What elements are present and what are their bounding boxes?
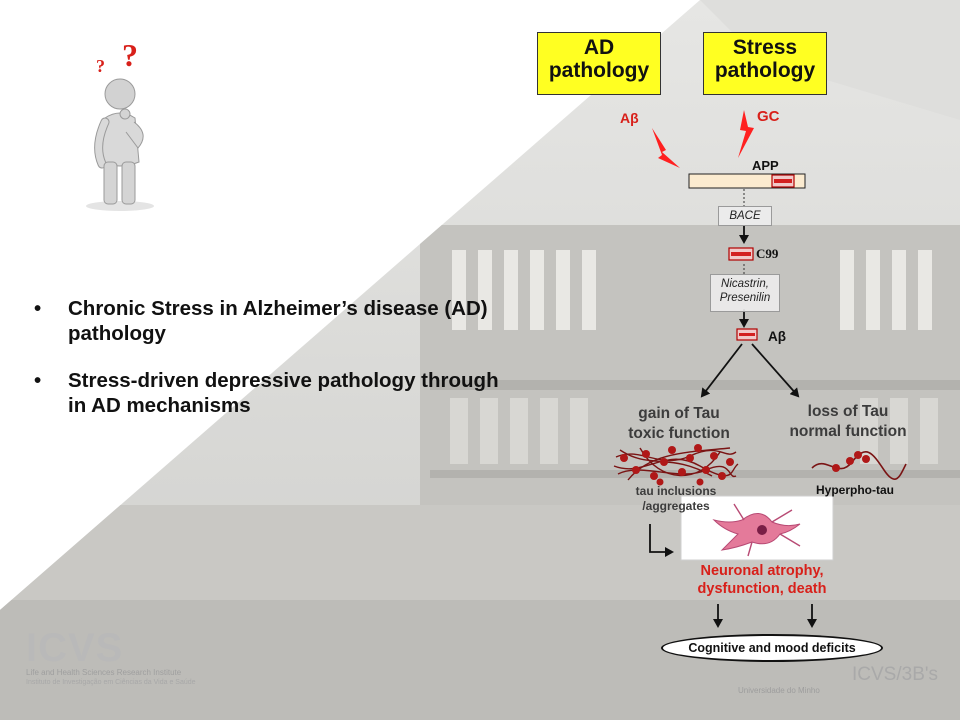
icvs-3bs-logo: ICVS/3B's [852, 664, 938, 685]
bullet-text: Stress-driven depressive pathology throu… [68, 369, 499, 417]
bullet-item: • Stress-driven depressive pathology thr… [34, 368, 514, 418]
icvs-sub-tagline: Instituto de Investigação em Ciências da… [26, 679, 196, 686]
lightning-bolt-icon [652, 128, 680, 168]
icvs-logo: ICVS Life and Health Sciences Research I… [26, 628, 226, 687]
bullet-marker: • [34, 297, 42, 320]
abeta-product-label: Aβ [768, 329, 786, 344]
hyperpho-tau-drawing [811, 451, 907, 480]
svg-text:?: ? [96, 56, 105, 76]
hyperpho-tau-label: Hyperpho-tau [816, 483, 894, 497]
svg-text:?: ? [122, 37, 138, 73]
nicastrin-presenilin-box: Nicastrin, Presenilin [710, 274, 780, 312]
neuronal-atrophy-label: Neuronal atrophy, dysfunction, death [697, 563, 827, 597]
bace-enzyme-box: BACE [718, 206, 772, 226]
app-label: APP [752, 158, 779, 173]
cognitive-deficits-ellipse: Cognitive and mood deficits [661, 634, 883, 662]
tau-inclusions-label: tau inclusions /aggregates [635, 484, 717, 513]
icvs-tagline: Life and Health Sciences Research Instit… [26, 668, 182, 677]
abeta-input-label: Aβ [620, 110, 639, 126]
ad-pathology-box: AD pathology [537, 32, 661, 95]
arrow-aggregates-to-neuron [649, 524, 674, 557]
gain-of-tau-label: gain of Tau toxic function [628, 405, 730, 442]
thinking-person-icon: ? ? [86, 37, 154, 211]
gc-input-label: GC [757, 108, 780, 125]
bullet-item: • Chronic Stress in Alzheimer’s disease … [34, 296, 514, 346]
uminho-logo: Universidade do Minho [738, 686, 820, 695]
c99-label: C99 [756, 246, 779, 261]
lightning-bolt-icon [738, 110, 754, 158]
neuron-icon [712, 503, 801, 557]
bullet-marker: • [34, 369, 42, 392]
arrow-to-loss-of-tau [751, 343, 800, 398]
arrow-to-gain-of-tau [700, 343, 743, 398]
icvs-logo-wordmark: ICVS [26, 626, 124, 670]
stress-pathology-box: Stress pathology [703, 32, 827, 95]
bullet-text: Chronic Stress in Alzheimer’s disease (A… [68, 297, 488, 345]
loss-of-tau-label: loss of Tau normal function [789, 403, 907, 440]
bullet-list: • Chronic Stress in Alzheimer’s disease … [34, 296, 514, 440]
